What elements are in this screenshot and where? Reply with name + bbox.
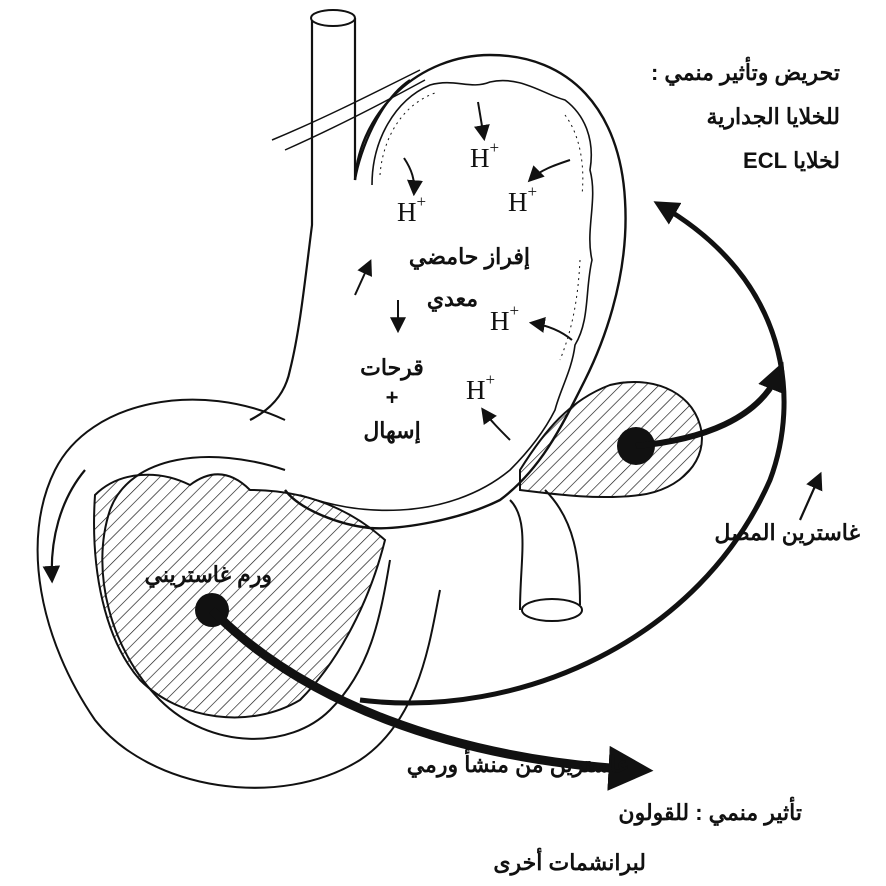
- label-parietal-cells: للخلايا الجدارية: [706, 104, 840, 129]
- arrow-h-1: [474, 101, 490, 142]
- h-ion-2: H+: [397, 192, 427, 227]
- arrow-left-down: [42, 469, 86, 584]
- duodenum-tube-end: [521, 598, 583, 622]
- vagus-line: [271, 69, 421, 141]
- label-acid-secretion-line1: إفراز حامضي: [408, 244, 530, 269]
- arrow-acid-up: [354, 259, 372, 296]
- arrow-serum-to-stomach: [359, 201, 787, 706]
- arrow-serum-up: [798, 471, 823, 521]
- vagus-line-2: [284, 79, 426, 151]
- label-other-neoplasms: لبرانشمات أخرى: [493, 850, 646, 875]
- arrow-antrum-to-serum: [635, 361, 787, 449]
- arrow-h-2: [403, 157, 423, 197]
- duodenum-tube: [509, 489, 581, 611]
- label-serum-gastrin: غاسترين المصل: [714, 520, 860, 545]
- duodenum-inner: [101, 456, 391, 740]
- arrow-h-3: [527, 159, 571, 183]
- label-plus: +: [385, 385, 399, 410]
- label-gastrinoma: ورم غاستريني: [144, 562, 273, 587]
- arrow-h-5: [481, 407, 511, 441]
- label-diarrhea: إسهال: [363, 418, 421, 443]
- esophagus-opening: [310, 9, 356, 27]
- antrum-hatched: [519, 380, 703, 499]
- stomach-mucosa: [299, 79, 594, 512]
- h-ion-5: H+: [466, 370, 496, 405]
- label-trophic-effect: تأثير منمي : للقولون: [618, 800, 802, 825]
- label-ulcers: قرحات: [360, 355, 424, 380]
- h-ion-3: H+: [508, 182, 538, 217]
- h-ion-1: H+: [470, 138, 500, 173]
- label-acid-secretion-line2: معدي: [426, 286, 478, 311]
- label-stimulation-title: تحريض وتأثير منمي :: [650, 60, 840, 85]
- stomach-outer-wall: [284, 53, 627, 530]
- label-ecl-cells: لخلايا ECL: [743, 148, 840, 173]
- arrow-h-4: [528, 317, 573, 341]
- stomach-wall-texture: [379, 91, 584, 361]
- h-ion-4: H+: [490, 301, 520, 336]
- label-tumor-gastrin: غاسترين من منشأ ورمي: [406, 752, 628, 777]
- arrow-gastrinoma-to-colon: [208, 606, 654, 791]
- gastrinoma-region: [93, 473, 387, 719]
